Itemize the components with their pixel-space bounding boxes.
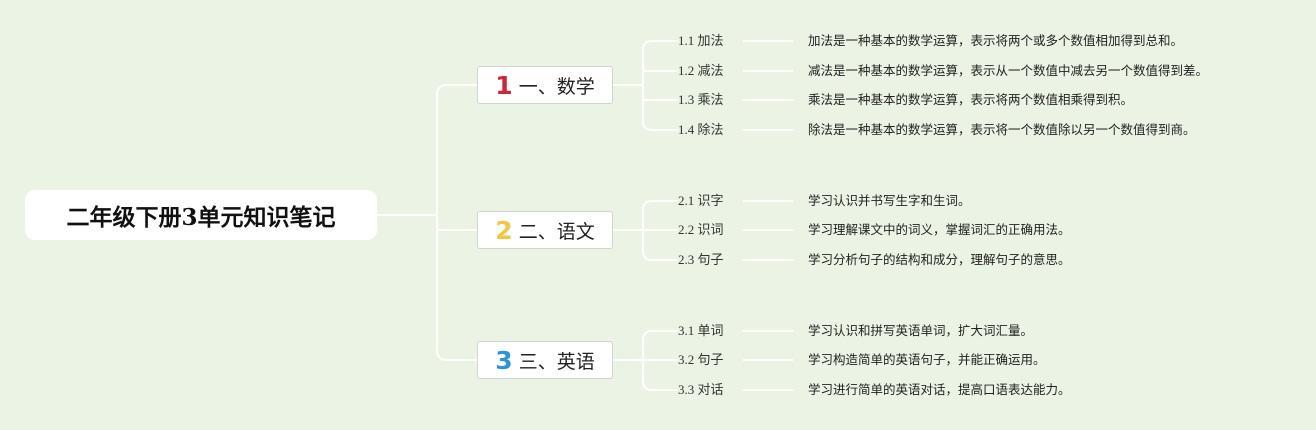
subtopic-multiplication[interactable]: 1.3 乘法 <box>678 92 724 107</box>
number-3-icon: 3 <box>495 345 513 375</box>
subtopic-description: 学习分析句子的结构和成分，理解句子的意思。 <box>808 252 1071 267</box>
subtopic-addition[interactable]: 1.1 加法 <box>678 33 724 48</box>
branch-math[interactable]: 1 一、数学 <box>477 66 613 104</box>
subtopic-dialogue[interactable]: 3.3 对话 <box>678 382 724 397</box>
branch-label: 三、英语 <box>518 350 595 373</box>
subtopic-words[interactable]: 2.2 识词 <box>678 222 724 237</box>
subtopic-description: 除法是一种基本的数学运算，表示将一个数值除以另一个数值得到商。 <box>808 122 1196 137</box>
subtopic-description: 学习理解课文中的词义，掌握词汇的正确用法。 <box>808 222 1071 237</box>
subtopic-description: 乘法是一种基本的数学运算，表示将两个数值相乘得到积。 <box>808 92 1134 107</box>
root-title-text: 二年级下册3单元知识笔记 <box>66 204 336 231</box>
subtopic-description: 减法是一种基本的数学运算，表示从一个数值中减去另一个数值得到差。 <box>808 63 1209 78</box>
subtopic-subtraction[interactable]: 1.2 减法 <box>678 63 724 78</box>
subtopic-vocabulary[interactable]: 3.1 单词 <box>678 323 724 338</box>
mindmap-root-title[interactable]: 二年级下册3单元知识笔记 <box>25 190 377 240</box>
number-2-icon: 2 <box>495 215 513 245</box>
subtopic-characters[interactable]: 2.1 识字 <box>678 193 724 208</box>
branch-english[interactable]: 3 三、英语 <box>477 341 613 379</box>
number-1-icon: 1 <box>495 70 513 100</box>
subtopic-description: 加法是一种基本的数学运算，表示将两个或多个数值相加得到总和。 <box>808 33 1184 48</box>
subtopic-description: 学习认识和拼写英语单词，扩大词汇量。 <box>808 323 1034 338</box>
subtopic-division[interactable]: 1.4 除法 <box>678 122 724 137</box>
branch-label: 一、数学 <box>518 75 595 98</box>
subtopic-sentences[interactable]: 2.3 句子 <box>678 252 724 267</box>
subtopic-description: 学习认识并书写生字和生词。 <box>808 193 971 208</box>
subtopic-description: 学习进行简单的英语对话，提高口语表达能力。 <box>808 382 1071 397</box>
branch-chinese[interactable]: 2 二、语文 <box>477 211 613 249</box>
subtopic-description: 学习构造简单的英语句子，并能正确运用。 <box>808 352 1046 367</box>
subtopic-english-sentences[interactable]: 3.2 句子 <box>678 352 724 367</box>
branch-label: 二、语文 <box>518 220 595 243</box>
